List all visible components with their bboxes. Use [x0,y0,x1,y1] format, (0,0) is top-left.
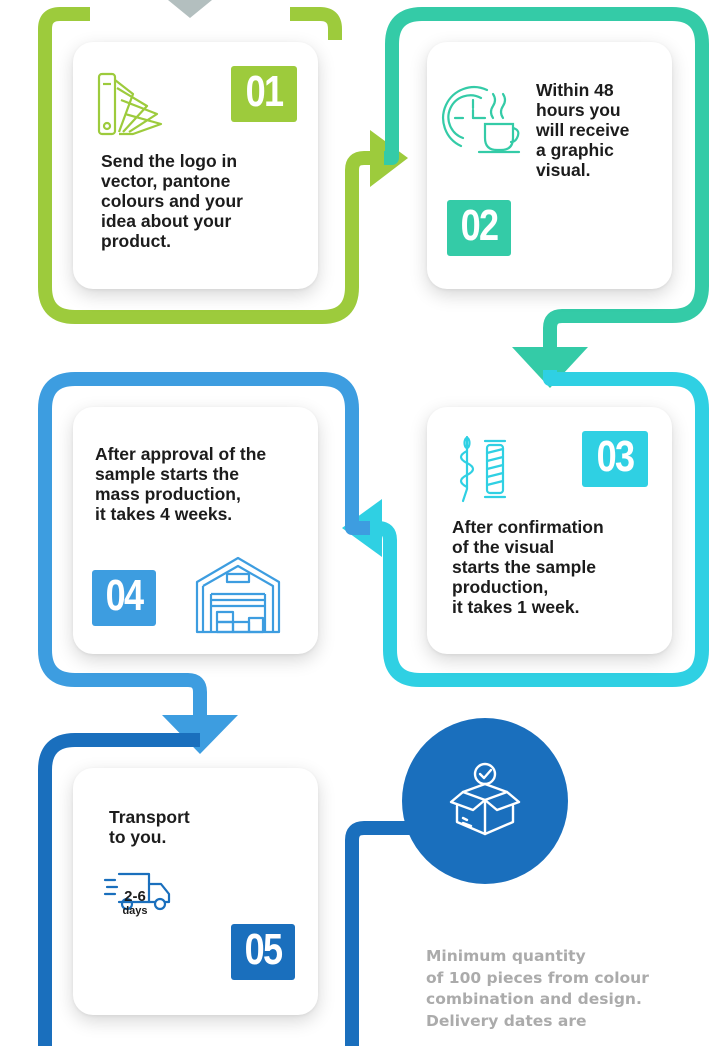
step-02-description: Within 48 hours you will receive a graph… [536,80,630,180]
delivery-days-unit: days [122,905,148,917]
arrow-2-to-3 [512,347,588,388]
entry-arrow-tip [168,0,212,18]
completion-circle [402,718,568,884]
step-03-description: After confirmation of the visual starts … [452,517,604,617]
clock-coffee-cup-icon [442,86,521,154]
warehouse-icon [195,556,281,634]
step-number-04: 04 [92,570,156,626]
step2-frame [384,7,709,350]
color-swatch-fan-icon [97,72,163,136]
step-01-description: Send the logo in vector, pantone colours… [101,151,243,251]
minimum-quantity-note: Minimum quantity of 100 pieces from colo… [426,947,649,1030]
step-number-01: 01 [231,66,297,122]
step5-frame [38,733,410,1046]
needle-thread-spool-icon [459,435,507,503]
delivery-time: 2-6 days [107,888,163,918]
step1-frame [38,7,384,324]
step-card-01: 01 Send the logo in vector, pantone colo… [73,42,318,289]
step-card-02: Within 48 hours you will receive a graph… [427,42,672,289]
step-05-description: Transport to you. [109,807,190,847]
step1-frame-top [290,7,342,40]
step-number-03: 03 [582,431,648,487]
step-card-03: 03 After confirmation of the visual star… [427,407,672,654]
step3-frame [370,370,709,687]
step-number-05: 05 [231,924,295,980]
delivery-truck-icon [103,872,171,911]
step-number-02: 02 [447,200,511,256]
step-card-04: After approval of the sample starts the … [73,407,318,654]
step-card-05: Transport to you. 05 [73,768,318,1015]
step-04-description: After approval of the sample starts the … [95,444,267,524]
step4-frame [38,372,370,720]
delivery-days-value: 2-6 [124,888,146,905]
open-box-checkmark-icon [449,762,521,836]
